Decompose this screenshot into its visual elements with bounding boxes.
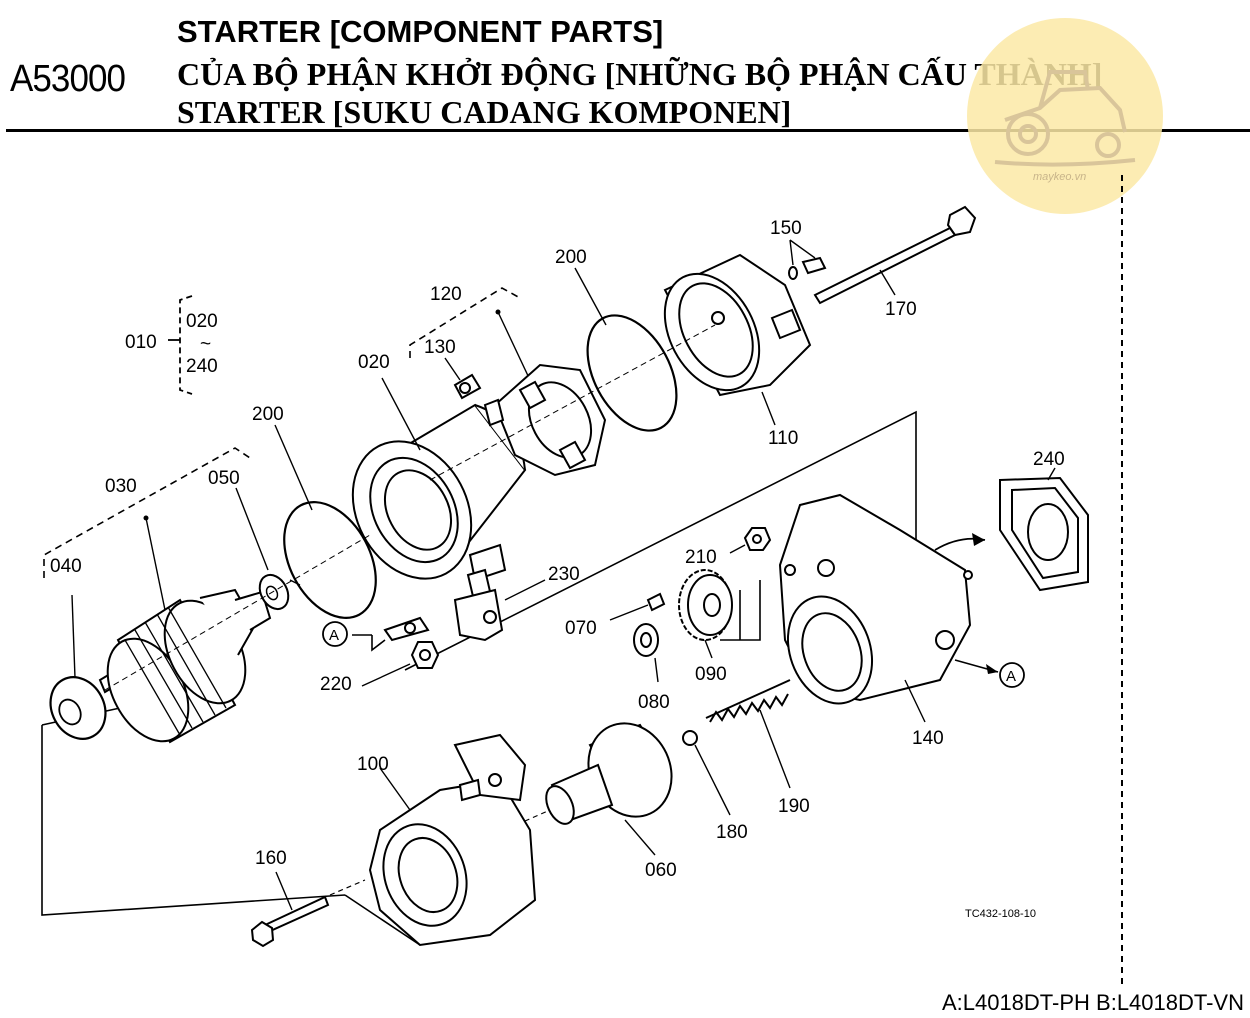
part-160-bolt [250, 895, 330, 948]
drawing-code: TC432-108-10 [965, 908, 1036, 920]
maykeo-watermark-logo: maykeo.vn [967, 18, 1163, 214]
callout-110: 110 [768, 428, 798, 449]
callout-240-range: 240 [186, 356, 218, 377]
callout-010: 010 [125, 332, 157, 353]
callout-180: 180 [716, 822, 748, 843]
part-210-nut [743, 527, 772, 551]
part-030-armature [98, 588, 272, 744]
title-indonesian: STARTER [SUKU CADANG KOMPONEN] [177, 94, 792, 130]
title-english: STARTER [COMPONENT PARTS] [177, 14, 664, 49]
watermark-text: maykeo.vn [1033, 171, 1086, 183]
part-180-ball [682, 730, 698, 746]
callout-150: 150 [770, 218, 802, 239]
callout-200-right: 200 [555, 247, 587, 268]
callout-240: 240 [1033, 449, 1065, 470]
part-020-yoke [351, 403, 527, 582]
model-applicability-footer: A:L4018DT-PH B:L4018DT-VN [941, 990, 1244, 1015]
reference-a-label-right: A [1006, 668, 1016, 685]
callout-090: 090 [695, 664, 727, 685]
callout-210: 210 [685, 547, 717, 568]
callout-100: 100 [357, 754, 389, 775]
part-070-pin [646, 592, 666, 612]
callout-220: 220 [320, 674, 352, 695]
part-240-gasket [999, 476, 1089, 592]
callout-020: 020 [358, 352, 390, 373]
callout-160: 160 [255, 848, 287, 869]
callout-020-range: 020 [186, 311, 218, 332]
callout-030: 030 [105, 476, 137, 497]
callout-070: 070 [565, 618, 597, 639]
part-100-drive-housing [368, 733, 537, 947]
part-140-magnetic-switch [778, 493, 973, 705]
part-040-bearing [49, 676, 107, 740]
reference-a-marker-left [322, 621, 348, 647]
part-200-oring-left [283, 501, 377, 619]
callout-190: 190 [778, 796, 810, 817]
part-110-rear-cover [663, 253, 812, 397]
part-080-retainer [633, 623, 659, 657]
part-170-through-bolt [813, 205, 977, 305]
callout-040: 040 [50, 556, 82, 577]
callout-080: 080 [638, 692, 670, 713]
reference-a-marker-right [999, 662, 1025, 688]
part-190-spring [705, 679, 791, 723]
callout-tilde: ~ [200, 334, 211, 355]
part-150-screw [788, 256, 827, 280]
part-230-lead [453, 568, 504, 642]
part-060-pinion-clutch [545, 722, 673, 825]
part-130-brush [453, 373, 482, 400]
title-vietnamese: CỦA BỘ PHẬN KHỞI ĐỘNG [NHỮNG BỘ PHẬN CẤU… [177, 56, 1103, 92]
callout-140: 140 [912, 728, 944, 749]
part-220-nut [383, 616, 440, 669]
callout-060: 060 [645, 860, 677, 881]
callout-050: 050 [208, 468, 240, 489]
callout-120: 120 [430, 284, 462, 305]
part-120-brush-holder [483, 363, 607, 477]
callout-200-left: 200 [252, 404, 284, 425]
callout-130: 130 [424, 337, 456, 358]
callout-170: 170 [885, 299, 917, 320]
callout-230: 230 [548, 564, 580, 585]
header-rule [6, 129, 1250, 132]
assembly-bracket-010 [168, 295, 193, 395]
part-090-gear [678, 569, 733, 641]
reference-a-label-left: A [329, 627, 339, 644]
section-code: A53000 [10, 58, 126, 100]
